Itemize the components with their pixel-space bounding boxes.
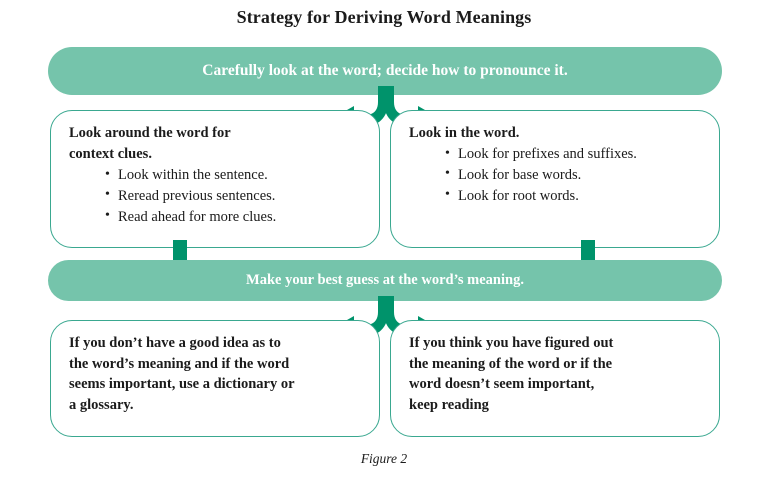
box-br-line3: word doesn’t seem important, [409,376,595,393]
list-item: Look for root words. [445,185,703,207]
list-item: Look for prefixes and suffixes. [445,144,703,165]
banner-step-1-label: Carefully look at the word; decide how t… [202,62,568,79]
box-tl-heading-line2: context clues. [69,146,152,162]
list-item: Read ahead for more clues. [105,206,363,228]
box-tr-heading: Look in the word. [409,125,520,141]
box-bl-line3: seems important, use a dictionary or [69,376,295,393]
box-br-line2: the meaning of the word or if the [409,355,613,372]
box-tl-heading-line1: Look around the word for [69,125,231,141]
box-use-dictionary: If you don’t have a good idea as to the … [50,320,380,437]
banner-step-2-label: Make your best guess at the word’s meani… [246,272,524,288]
box-bl-line2: the word’s meaning and if the word [69,355,290,372]
banner-step-2: Make your best guess at the word’s meani… [48,260,722,301]
list-item: Look within the sentence. [105,165,363,186]
box-look-around-word: Look around the word for context clues. … [50,110,380,248]
box-bl-line1: If you don’t have a good idea as to [69,335,281,351]
box-bl-line4: a glossary. [69,396,134,413]
box-look-in-word: Look in the word. Look for prefixes and … [390,110,720,248]
box-br-line4: keep reading [409,396,489,413]
list-item: Look for base words. [445,164,703,186]
banner-step-1: Carefully look at the word; decide how t… [48,47,722,95]
box-keep-reading: If you think you have figured out the me… [390,320,720,437]
figure-caption: Figure 2 [360,451,408,466]
box-br-line1: If you think you have figured out [409,335,614,351]
figure-title: Strategy for Deriving Word Meanings [236,7,532,27]
box-tr-bullet-list: Look for prefixes and suffixes. Look for… [409,144,703,207]
list-item: Reread previous sentences. [105,185,363,207]
box-tl-bullet-list: Look within the sentence. Reread previou… [69,165,363,228]
